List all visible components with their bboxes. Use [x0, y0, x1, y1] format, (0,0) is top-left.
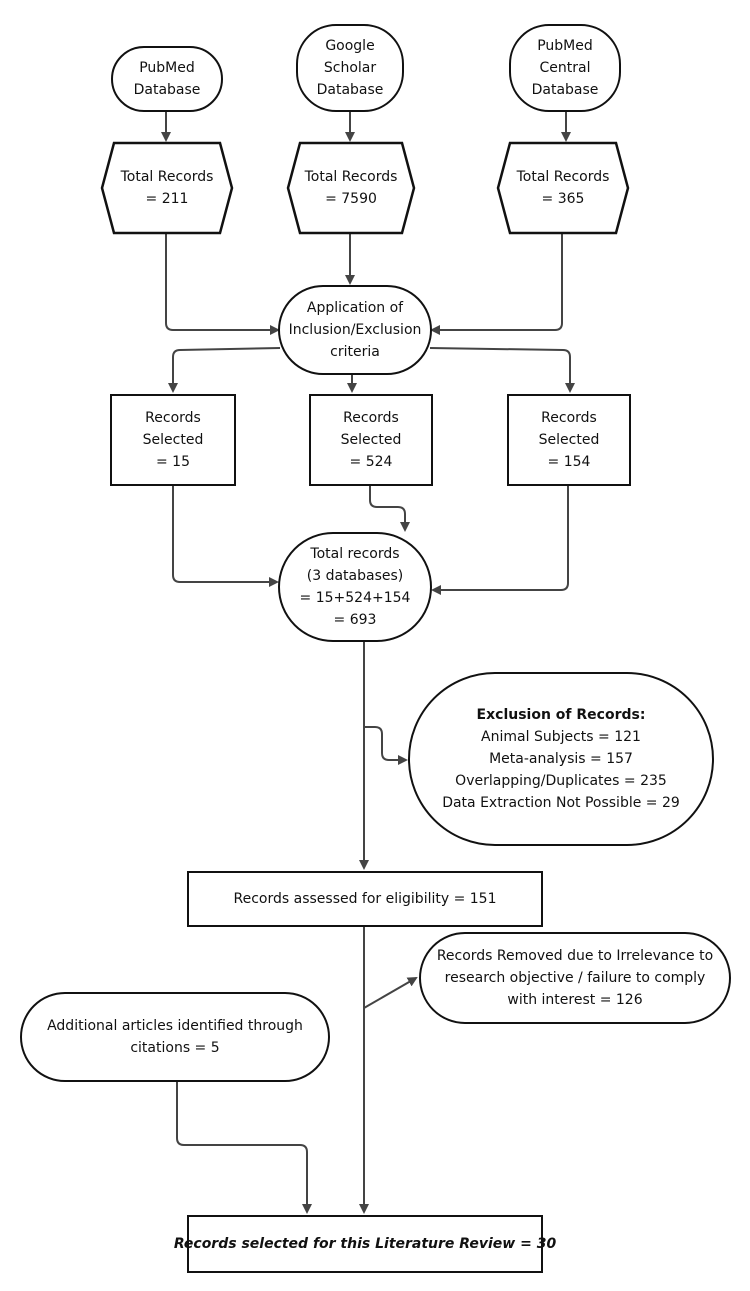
total-google-line-2: = 7590 [325, 191, 377, 207]
arrow-total3-criteria [430, 234, 563, 335]
records-assessed-eligibility: Records assessed for eligibility = 151 [187, 871, 543, 927]
selected-pubmed-line-3: = 15 [156, 454, 190, 470]
selected-pmc-line-2: Selected [538, 432, 600, 448]
additional-line-2: citations = 5 [130, 1040, 220, 1056]
total-records-pubmed: Total Records = 211 [100, 141, 234, 235]
total-google-line-1: Total Records [304, 169, 398, 185]
hexagon-shape [496, 141, 630, 235]
selected-google-line-2: Selected [340, 432, 402, 448]
selected-google-line-1: Records [343, 410, 399, 426]
source-pmc-line-1: PubMed [537, 38, 593, 54]
total-pubmed-line-1: Total Records [120, 169, 214, 185]
source-pmc-line-3: Database [531, 82, 599, 98]
hexagon-shape [100, 141, 234, 235]
final-text: Records selected for this Literature Rev… [173, 1236, 557, 1252]
source-pubmed-line-2: Database [133, 82, 201, 98]
removed-line-3: with interest = 126 [507, 992, 643, 1008]
arrow-criteria-selected1 [168, 347, 281, 393]
exclusion-title: Exclusion of Records: [476, 707, 646, 723]
exclusion-data-extraction: Data Extraction Not Possible = 29 [442, 795, 680, 811]
combined-line-3: = 15+524+154 [299, 590, 411, 606]
arrow-selected3-combined [431, 485, 569, 595]
total-pmc-line-1: Total Records [516, 169, 610, 185]
source-pmc-line-2: Central [539, 60, 591, 76]
arrow-removed-branch [363, 977, 418, 1009]
selected-pubmed-line-1: Records [145, 410, 201, 426]
source-google-line-2: Scholar [323, 60, 377, 76]
total-records-google: Total Records = 7590 [286, 141, 416, 235]
arrow-additional-final [176, 1081, 312, 1214]
source-google-line-3: Database [316, 82, 384, 98]
source-pubmed-line-1: PubMed [139, 60, 195, 76]
exclusion-of-records: Exclusion of Records: Animal Subjects = … [408, 672, 714, 846]
combined-line-2: (3 databases) [306, 568, 404, 584]
records-selected-pubmed: Records Selected = 15 [110, 394, 236, 486]
total-pmc-line-2: = 365 [541, 191, 585, 207]
criteria-line-1: Application of [306, 300, 404, 316]
removed-line-2: research objective / failure to comply [444, 970, 706, 986]
exclusion-animal-subjects: Animal Subjects = 121 [481, 729, 641, 745]
assessed-text: Records assessed for eligibility = 151 [233, 891, 497, 907]
records-selected-final: Records selected for this Literature Rev… [174, 1215, 556, 1273]
selected-pubmed-line-2: Selected [142, 432, 204, 448]
additional-articles-citations: Additional articles identified through c… [20, 992, 330, 1082]
source-pubmed: PubMed Database [111, 46, 223, 112]
selected-pmc-line-3: = 154 [547, 454, 591, 470]
selected-pmc-line-1: Records [541, 410, 597, 426]
criteria-line-2: Inclusion/Exclusion [288, 322, 422, 338]
inclusion-exclusion-criteria: Application of Inclusion/Exclusion crite… [278, 285, 432, 375]
records-selected-google: Records Selected = 524 [309, 394, 433, 486]
removed-line-1: Records Removed due to Irrelevance to [436, 948, 714, 964]
source-google-scholar: Google Scholar Database [296, 24, 404, 112]
arrow-selected1-combined [172, 485, 279, 587]
arrow-criteria-selected3 [429, 347, 575, 393]
records-removed-irrelevance: Records Removed due to Irrelevance to re… [419, 932, 731, 1024]
arrow-total1-criteria [165, 234, 280, 335]
additional-line-1: Additional articles identified through [47, 1018, 303, 1034]
total-records-pmc: Total Records = 365 [496, 141, 630, 235]
hexagon-shape [286, 141, 416, 235]
total-pubmed-line-2: = 211 [145, 191, 189, 207]
selected-google-line-3: = 524 [349, 454, 393, 470]
total-records-combined: Total records (3 databases) = 15+524+154… [278, 532, 432, 642]
combined-line-1: Total records [310, 546, 400, 562]
exclusion-duplicates: Overlapping/Duplicates = 235 [455, 773, 667, 789]
arrow-selected2-combined [369, 485, 410, 532]
source-google-line-1: Google [325, 38, 375, 54]
records-selected-pmc: Records Selected = 154 [507, 394, 631, 486]
arrow-exclusion-branch [364, 726, 408, 765]
source-pubmed-central: PubMed Central Database [509, 24, 621, 112]
combined-line-4: = 693 [333, 612, 377, 628]
exclusion-meta-analysis: Meta-analysis = 157 [489, 751, 633, 767]
criteria-line-3: criteria [330, 344, 380, 360]
